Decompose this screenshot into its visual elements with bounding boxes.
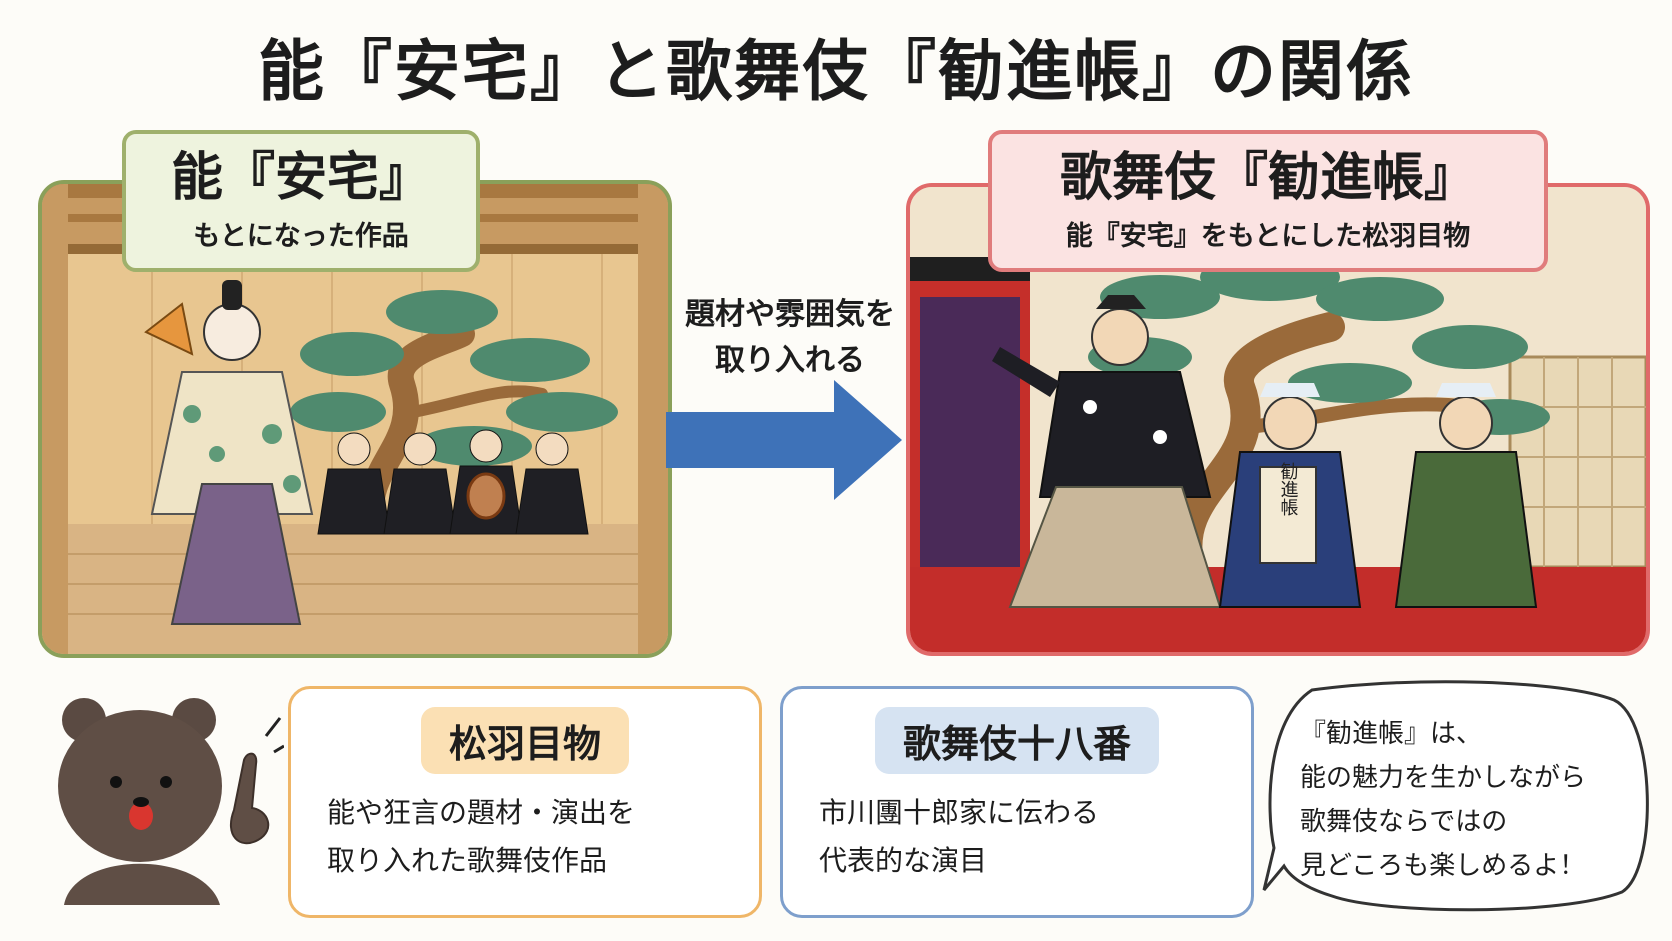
matsubame-line1: 能や狂言の題材・演出を bbox=[327, 796, 636, 829]
arrow-caption-line1: 題材や雰囲気を bbox=[685, 297, 895, 332]
noh-musicians bbox=[317, 429, 589, 535]
speech-line4: 見どころも楽しめるよ！ bbox=[1300, 851, 1586, 881]
kabuki18-description: 市川團十郎家に伝わる 代表的な演目 bbox=[819, 789, 1231, 885]
yamabushi-figure-1 bbox=[1218, 383, 1362, 608]
bear-mascot-icon bbox=[58, 698, 284, 905]
noh-actor-figure bbox=[144, 280, 314, 625]
kabuki-label-box: 歌舞伎『勧進帳』 能『安宅』をもとにした松羽目物 bbox=[988, 130, 1548, 272]
speech-bubble-icon bbox=[1262, 680, 1649, 912]
kanjincho-scroll: 勧進帳 bbox=[1278, 462, 1299, 516]
arrow-caption-line2: 取り入れる bbox=[715, 343, 865, 378]
noh-title: 能『安宅』 bbox=[170, 148, 431, 208]
benkei-figure bbox=[992, 295, 1222, 608]
arrow-caption: 題材や雰囲気を 取り入れる bbox=[670, 292, 910, 384]
kabuki18-line2: 代表的な演目 bbox=[819, 844, 988, 877]
kabuki18-title: 歌舞伎十八番 bbox=[874, 707, 1160, 774]
matsubame-description: 能や狂言の題材・演出を 取り入れた歌舞伎作品 bbox=[327, 789, 739, 885]
yamabushi-figure-2 bbox=[1394, 383, 1538, 608]
matsubame-title: 松羽目物 bbox=[420, 707, 630, 774]
matsubame-line2: 取り入れた歌舞伎作品 bbox=[327, 844, 608, 877]
right-arrow-icon bbox=[666, 380, 902, 500]
speech-line2: 能の魅力を生かしながら bbox=[1300, 763, 1587, 793]
speech-line1: 『勧進帳』は、 bbox=[1300, 719, 1483, 749]
page-title: 能『安宅』と歌舞伎『勧進帳』の関係 bbox=[258, 33, 1414, 110]
kabuki-title: 歌舞伎『勧進帳』 bbox=[1059, 148, 1476, 208]
noh-subtitle: もとになった作品 bbox=[193, 221, 409, 252]
kabuki18-box: 歌舞伎十八番 市川團十郎家に伝わる 代表的な演目 bbox=[780, 686, 1254, 918]
noh-label-box: 能『安宅』 もとになった作品 bbox=[122, 130, 480, 272]
matsubame-box: 松羽目物 能や狂言の題材・演出を 取り入れた歌舞伎作品 bbox=[288, 686, 762, 918]
speech-line3: 歌舞伎ならではの bbox=[1300, 807, 1508, 837]
kabuki18-line1: 市川團十郎家に伝わる bbox=[819, 796, 1100, 829]
kabuki-subtitle: 能『安宅』をもとにした松羽目物 bbox=[1065, 221, 1471, 252]
speech-bubble-text: 『勧進帳』は、 能の魅力を生かしながら 歌舞伎ならではの 見どころも楽しめるよ！ bbox=[1300, 712, 1620, 888]
